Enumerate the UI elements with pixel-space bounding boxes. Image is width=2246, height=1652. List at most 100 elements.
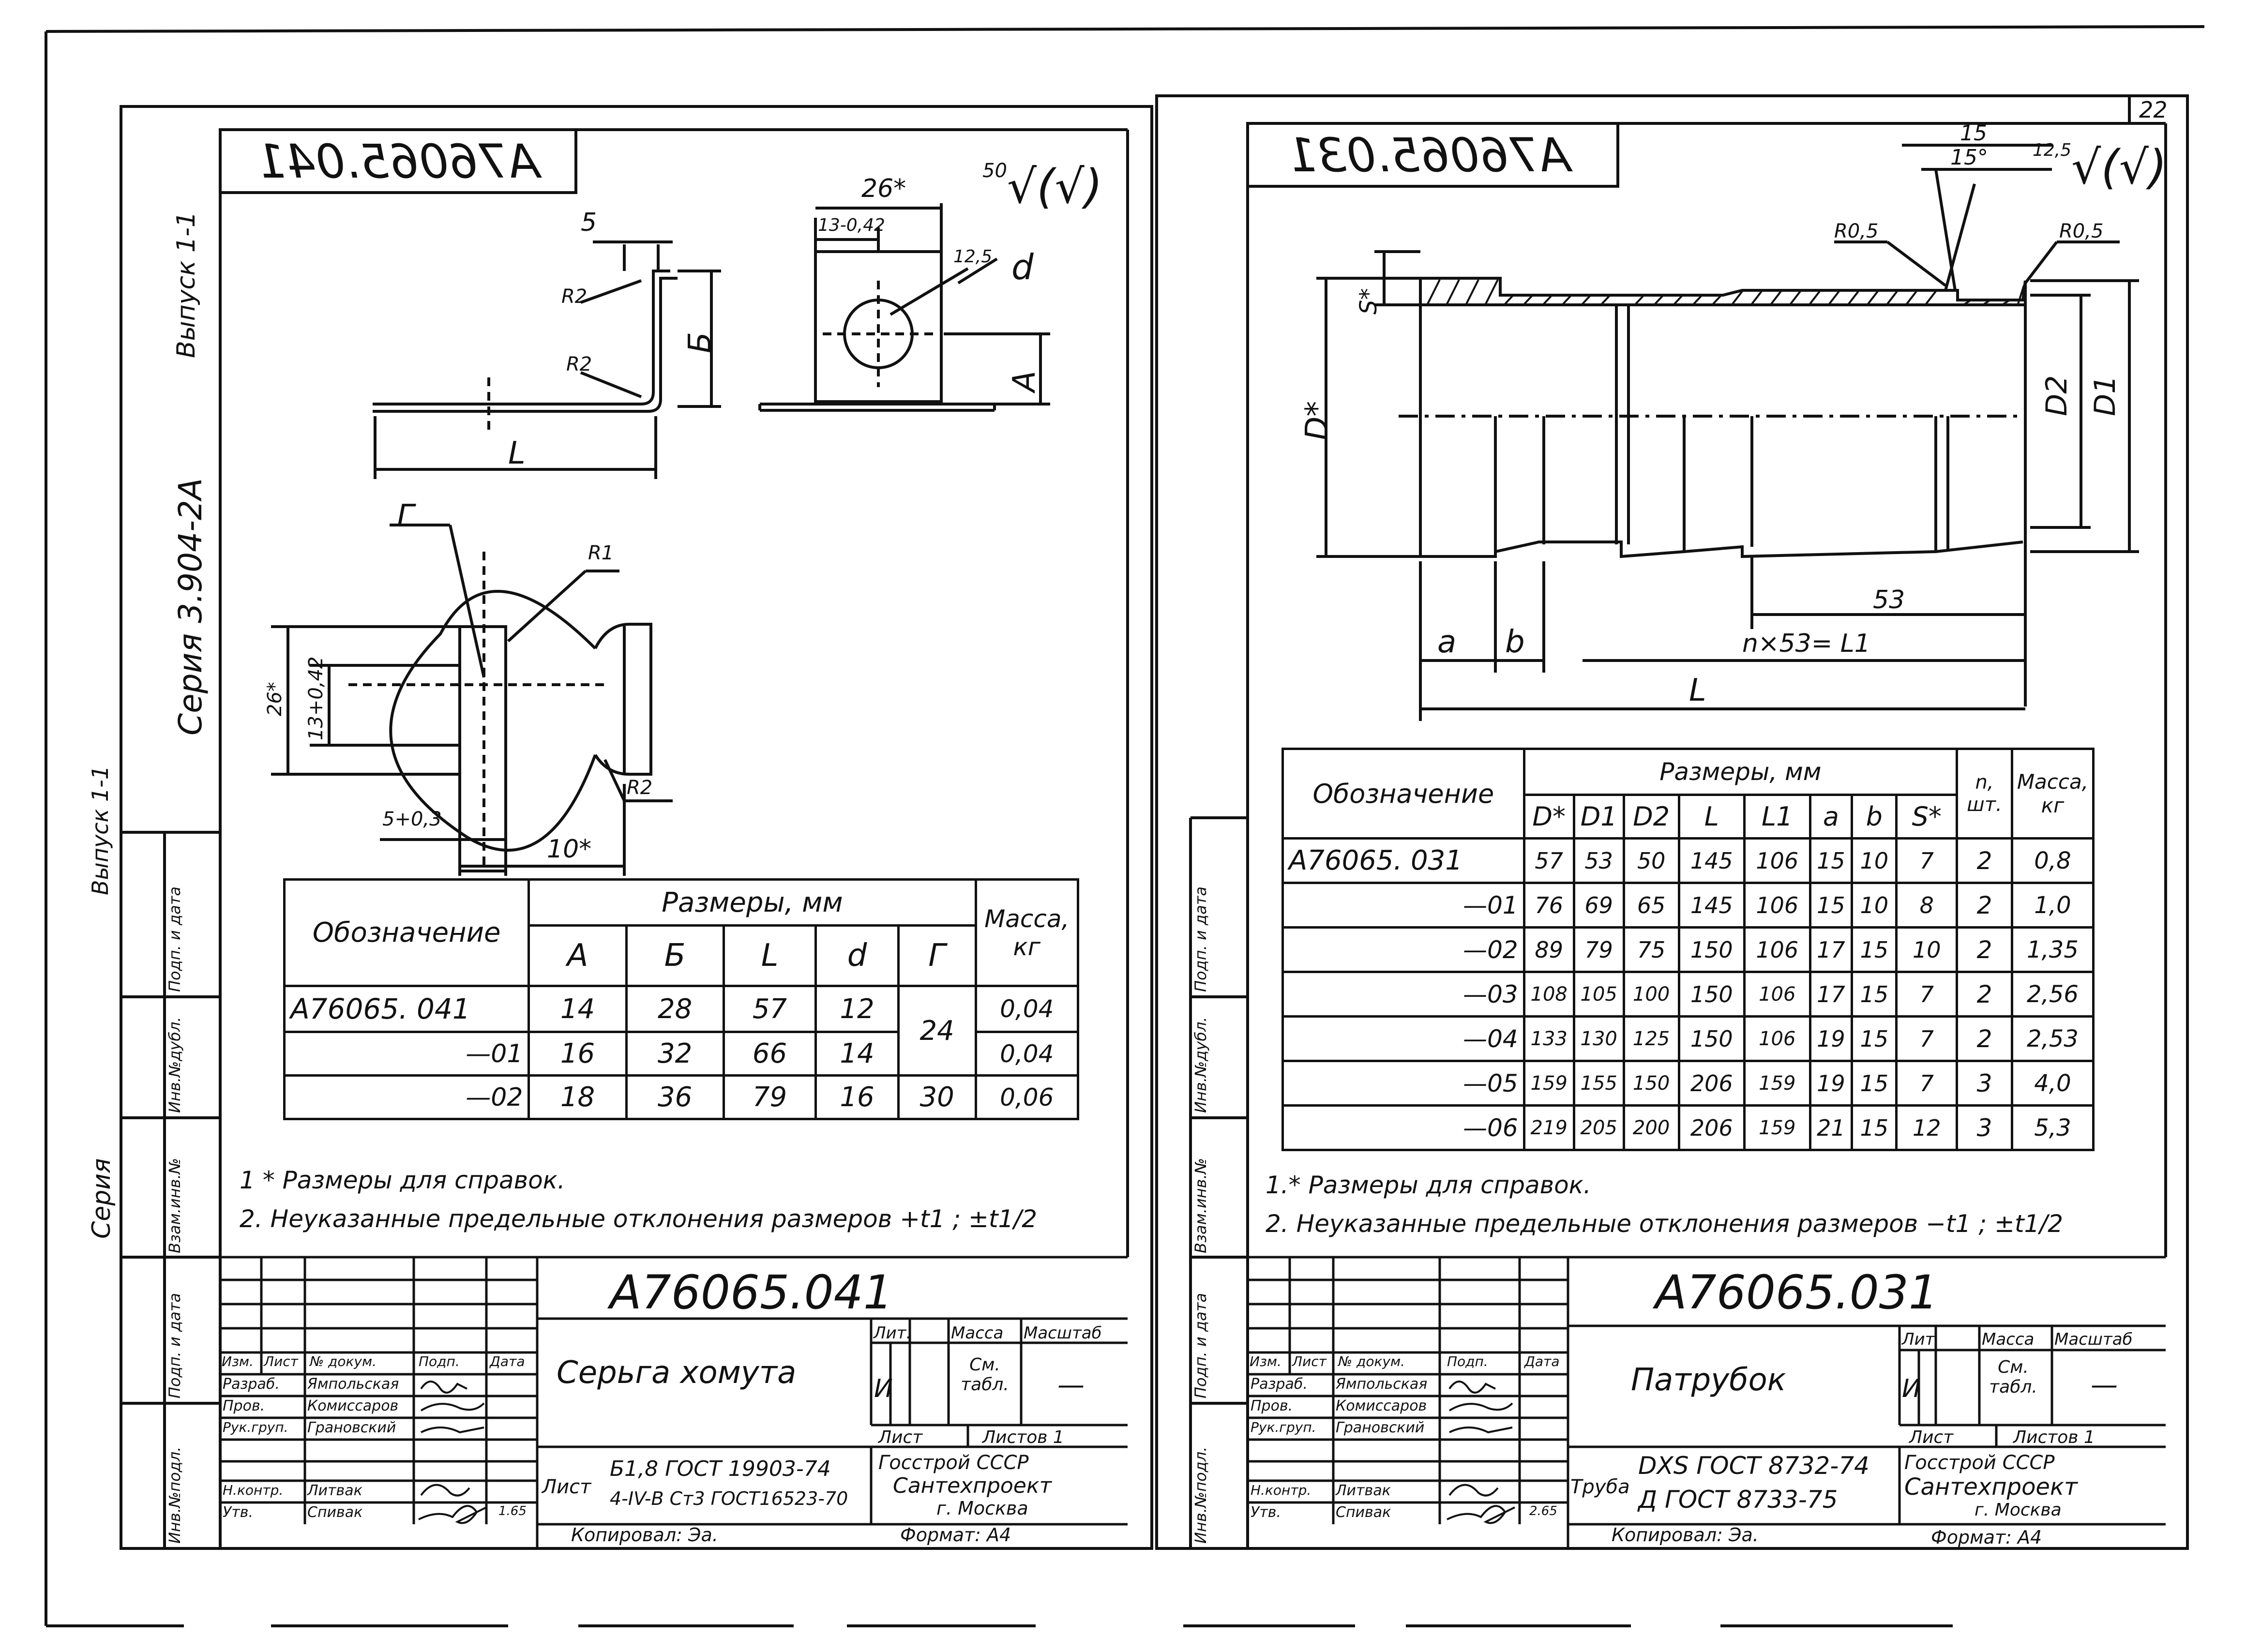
left-title-name: Серьга хомута	[557, 1355, 797, 1391]
left-material-label: Лист	[542, 1476, 591, 1498]
left-title-code: А76065.041	[610, 1265, 893, 1320]
left-scale-value: —	[1057, 1369, 1085, 1401]
right-title-name: Патрубок	[1631, 1362, 1786, 1398]
right-org-2: Сантехпроект	[1904, 1473, 2078, 1501]
dim-r1: R1	[588, 542, 614, 564]
dim-r2-a: R2	[561, 285, 588, 308]
dim-10: 10*	[547, 835, 592, 864]
col-l: L	[722, 924, 817, 987]
dim-g: Г	[397, 498, 414, 534]
left-role-1: Разраб.	[223, 1376, 280, 1393]
left-roughness-main: 50√(√)	[982, 160, 1103, 214]
left-hdr-5: Дата	[490, 1353, 525, 1369]
left-material-1: Б1,8 ГОСТ 19903-74	[610, 1457, 831, 1481]
col-b: b	[1851, 794, 1898, 840]
col-d: D*	[1522, 794, 1575, 840]
right-person-5: Литвак	[1336, 1482, 1391, 1499]
right-hdr-1: Изм.	[1250, 1353, 1281, 1369]
dim-d: d	[1011, 247, 1034, 287]
col-d2: D2	[1622, 794, 1680, 840]
col-b: Б	[625, 924, 725, 987]
left-mass-value: См. табл.	[961, 1355, 1009, 1395]
dim-l: L	[508, 436, 526, 471]
right-title-code: А76065.031	[1655, 1265, 1938, 1320]
left-copied: Копировал: Эа.	[571, 1524, 718, 1546]
left-spec-table: Обозначение Размеры, мм Масса, кг А Б L …	[283, 878, 1080, 1120]
left-person-5: Литвак	[307, 1482, 362, 1499]
left-lit-label: Лит.	[874, 1323, 912, 1343]
left-role-3: Рук.груп.	[223, 1419, 288, 1435]
right-person-2: Комиссаров	[1336, 1397, 1427, 1414]
right-sheets-label: Листов 1	[2013, 1427, 2095, 1447]
left-hdr-1: Изм.	[222, 1353, 254, 1369]
right-scale-value: —	[2091, 1369, 2118, 1401]
right-role-1: Разраб.	[1251, 1376, 1308, 1393]
left-hdr-2: Лист	[264, 1353, 298, 1369]
left-scale-label: Масштаб	[1024, 1323, 1102, 1343]
col-mass: Масса, кг	[974, 878, 1080, 987]
left-role-2: Пров.	[223, 1397, 265, 1414]
left-roughness-hole: 12,5	[953, 247, 993, 267]
col-d1: D1	[1572, 794, 1625, 840]
left-org-2: Сантехпроект	[893, 1473, 1052, 1498]
right-hdr-4: Подп.	[1447, 1353, 1488, 1369]
col-a: a	[1809, 794, 1854, 840]
dim-l-right: L	[1689, 673, 1706, 708]
right-person-1: Ямпольская	[1336, 1376, 1428, 1393]
dim-b-small: b	[1505, 624, 1525, 660]
right-lit-value: И	[1902, 1374, 1921, 1403]
col-sizes: Размеры, мм	[1522, 748, 1959, 796]
left-hdr-4: Подп.	[419, 1353, 460, 1369]
col-designation: Обозначение	[1281, 748, 1525, 840]
left-material-2: 4-IV-В Ст3 ГОСТ16523-70	[610, 1488, 848, 1509]
left-person-3: Грановский	[307, 1419, 396, 1436]
left-sheets-label: Листов 1	[982, 1427, 1064, 1447]
left-org-3: г. Москва	[936, 1498, 1028, 1519]
page-number: 22	[2139, 97, 2168, 123]
right-role-5: Н.контр.	[1251, 1482, 1311, 1498]
col-s: S*	[1895, 794, 1959, 840]
dim-r2-c: R2	[627, 777, 653, 799]
left-hdr-3: № докум.	[310, 1353, 377, 1369]
left-org-1: Госстрой СССР	[878, 1452, 1029, 1474]
dim-53: 53	[1873, 586, 1905, 615]
left-person-1: Ямпольская	[307, 1376, 399, 1393]
dim-5-tol: 5+0,3	[382, 808, 442, 830]
col-g: Г	[897, 924, 977, 987]
table-row: —01 16 32 66 14 0,04	[283, 1031, 1080, 1077]
dim-15-deg: 15°	[1950, 145, 1988, 170]
right-material-1: DXS ГОСТ 8732-74	[1638, 1452, 1869, 1480]
right-role-2: Пров.	[1251, 1397, 1293, 1414]
dim-5: 5	[581, 208, 597, 237]
left-role-6: Утв.	[223, 1504, 253, 1521]
right-person-3: Грановский	[1336, 1419, 1425, 1436]
left-role-5: Н.контр.	[223, 1482, 284, 1498]
right-spec-table: Обозначение Размеры, мм n, шт. Масса, кг…	[1281, 748, 2095, 1151]
left-mass-label: Масса	[951, 1323, 1004, 1343]
col-designation: Обозначение	[283, 878, 530, 987]
pipe-wall-hatch	[1427, 279, 2025, 305]
right-copied: Копировал: Эа.	[1612, 1524, 1759, 1546]
right-mass-value: См. табл.	[1989, 1357, 2037, 1397]
dim-r05-b: R0,5	[2059, 220, 2104, 242]
table-row: А76065. 041 14 28 57 12 24 0,04	[283, 985, 1080, 1077]
left-format: Формат: А4	[900, 1524, 1011, 1546]
right-lit-label: Лит	[1902, 1330, 1935, 1349]
col-a: А	[528, 924, 628, 987]
right-year: 2.65	[1529, 1504, 1557, 1518]
left-note-1: 1 * Размеры для справок.	[240, 1166, 565, 1194]
right-org-1: Госстрой СССР	[1904, 1452, 2055, 1474]
right-hdr-3: № докум.	[1338, 1353, 1405, 1369]
right-scale-label: Масштаб	[2054, 1330, 2133, 1349]
col-mass: Масса, кг	[2010, 748, 2095, 840]
table-row: —02 18 36 79 16 30 0,06	[283, 1074, 1080, 1120]
right-role-6: Утв.	[1251, 1504, 1281, 1521]
right-sheet-label: Лист	[1909, 1427, 1954, 1447]
right-note-1: 1.* Размеры для справок.	[1266, 1171, 1591, 1199]
right-note-2: 2. Неуказанные предельные отклонения раз…	[1266, 1210, 2064, 1238]
